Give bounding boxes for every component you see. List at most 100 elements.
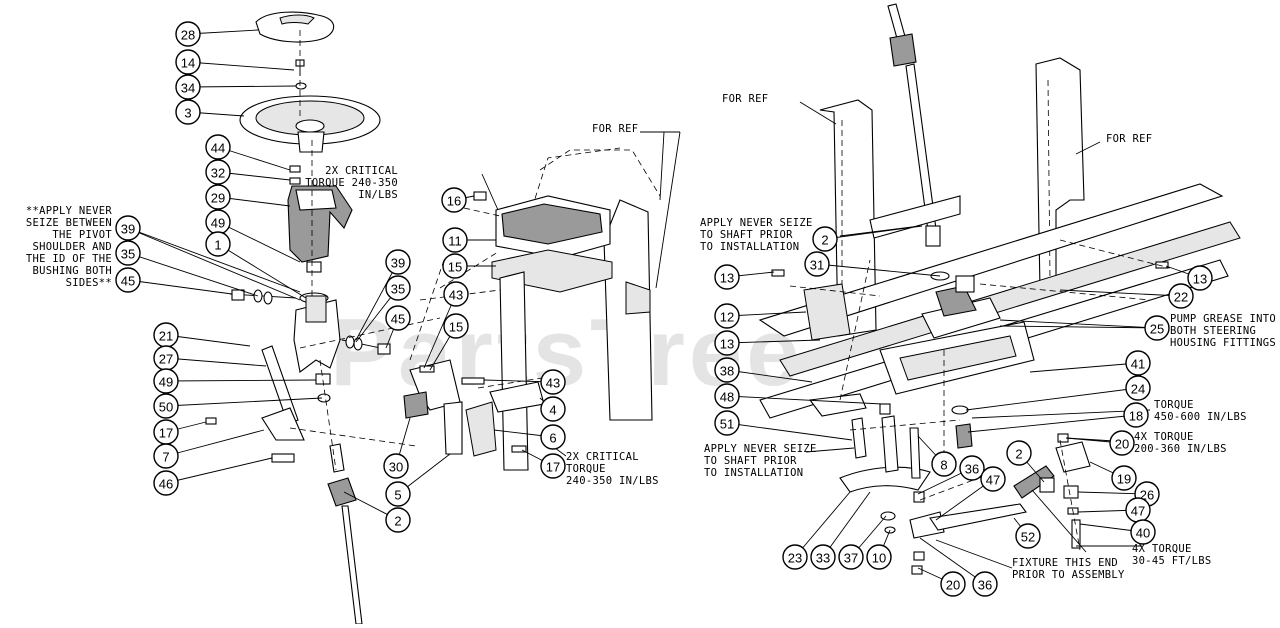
drag-link-part [929,503,1027,531]
callout-circle [1130,519,1156,545]
callout-number: 13 [720,337,734,352]
callout-3[interactable]: 3 [175,99,201,125]
callout-circle [115,267,141,293]
note-line: SHOULDER AND [33,241,112,253]
callout-20[interactable]: 20 [940,571,966,597]
callout-circle [383,453,409,479]
callout-leader [726,395,883,405]
callout-39[interactable]: 39 [115,215,141,241]
callout-2[interactable]: 2 [812,226,838,252]
callout-22[interactable]: 22 [1168,283,1194,309]
callout-6[interactable]: 6 [540,424,566,450]
callout-8[interactable]: 8 [931,451,957,477]
callout-number: 2 [1015,447,1022,462]
note-line: APPLY NEVER SEIZE [700,217,813,229]
callout-20[interactable]: 20 [1109,430,1135,456]
callout-number: 29 [211,191,225,206]
callout-leader [217,221,301,263]
callout-circle [931,451,957,477]
callout-number: 27 [159,352,173,367]
callout-31[interactable]: 31 [804,251,830,277]
callout-leader [816,263,941,277]
callout-50[interactable]: 50 [153,393,179,419]
callout-circle [385,275,411,301]
callout-circle [443,281,469,307]
callout-1[interactable]: 1 [205,231,231,257]
callout-44[interactable]: 44 [205,134,231,160]
callout-37[interactable]: 37 [838,544,864,570]
callout-29[interactable]: 29 [205,184,231,210]
callout-28[interactable]: 28 [175,21,201,47]
callout-circle [540,453,566,479]
callout-43[interactable]: 43 [443,281,469,307]
callout-45[interactable]: 45 [115,267,141,293]
callout-17[interactable]: 17 [540,453,566,479]
callout-17[interactable]: 17 [153,419,179,445]
callout-46[interactable]: 46 [153,470,179,496]
callout-36[interactable]: 36 [972,571,998,597]
callout-24[interactable]: 24 [1125,375,1151,401]
callout-leader [1059,289,1182,297]
note-line: SIDES** [66,277,112,289]
callout-51[interactable]: 51 [714,410,740,436]
callout-19[interactable]: 19 [1111,465,1137,491]
callout-13[interactable]: 13 [1187,265,1213,291]
callout-39[interactable]: 39 [385,249,411,275]
note-line: FOR REF [722,93,768,105]
callout-18[interactable]: 18 [1123,402,1149,428]
callout-7[interactable]: 7 [153,443,179,469]
callout-34[interactable]: 34 [175,74,201,100]
callout-41[interactable]: 41 [1125,350,1151,376]
callout-45[interactable]: 45 [385,305,411,331]
callout-15[interactable]: 15 [442,253,468,279]
callout-47[interactable]: 47 [1125,497,1151,523]
note-line: 4X TORQUE [1132,543,1192,555]
callout-circle [205,231,231,257]
callout-15[interactable]: 15 [443,313,469,339]
callout-12[interactable]: 12 [714,303,740,329]
callout-2[interactable]: 2 [1006,440,1032,466]
callout-49[interactable]: 49 [205,209,231,235]
callout-leader [726,422,853,441]
callout-14[interactable]: 14 [175,49,201,75]
callout-11[interactable]: 11 [442,227,468,253]
callout-5[interactable]: 5 [385,481,411,507]
callout-number: 15 [449,320,463,335]
callout-40[interactable]: 40 [1130,519,1156,545]
note-line: **APPLY NEVER [26,205,112,217]
callout-25[interactable]: 25 [1144,315,1170,341]
callout-49[interactable]: 49 [153,368,179,394]
callout-43[interactable]: 43 [540,369,566,395]
callout-circle [980,466,1006,492]
note-line: TORQUE [1154,399,1194,411]
callout-35[interactable]: 35 [115,240,141,266]
left-assembly [205,11,441,625]
leader-line [659,131,665,201]
callout-4[interactable]: 4 [540,396,566,422]
callout-48[interactable]: 48 [714,383,740,409]
callout-2[interactable]: 2 [385,507,411,533]
leader-line [999,325,1166,329]
callout-52[interactable]: 52 [1015,523,1041,549]
callout-32[interactable]: 32 [205,159,231,185]
callout-35[interactable]: 35 [385,275,411,301]
callout-10[interactable]: 10 [866,544,892,570]
callout-23[interactable]: 23 [782,544,808,570]
callout-number: 21 [159,329,173,344]
callout-13[interactable]: 13 [714,330,740,356]
callout-21[interactable]: 21 [153,322,179,348]
callout-38[interactable]: 38 [714,357,740,383]
callout-13[interactable]: 13 [714,264,740,290]
callout-33[interactable]: 33 [810,544,836,570]
callout-27[interactable]: 27 [153,345,179,371]
callout-36[interactable]: 36 [959,455,985,481]
leader-line [935,539,1013,569]
callout-leader [1029,362,1139,373]
callout-16[interactable]: 16 [441,187,467,213]
callout-30[interactable]: 30 [383,453,409,479]
callout-47[interactable]: 47 [980,466,1006,492]
tie-rod-end-part [1013,465,1055,499]
